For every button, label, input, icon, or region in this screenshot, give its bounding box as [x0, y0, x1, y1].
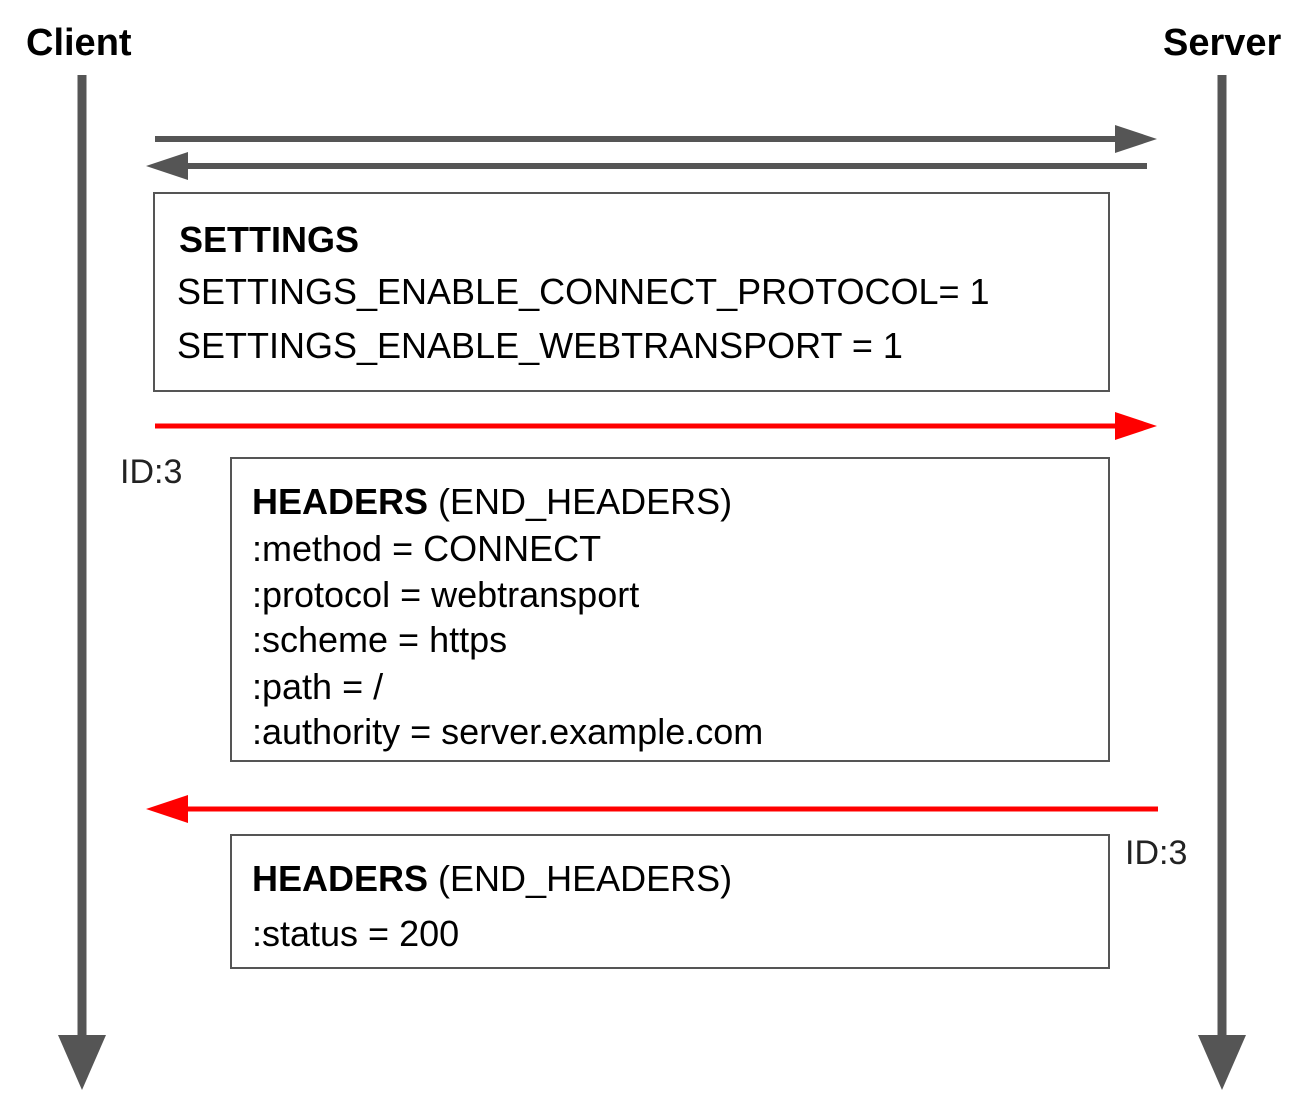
request-arrow-head — [1115, 412, 1157, 440]
request-headers-frame-title: HEADERS (END_HEADERS) — [252, 484, 732, 520]
request-headers-frame-box: HEADERS (END_HEADERS) :method = CONNECT … — [230, 457, 1110, 762]
request-frame-flags: (END_HEADERS) — [438, 481, 733, 522]
settings-frame-box: SETTINGS SETTINGS_ENABLE_CONNECT_PROTOCO… — [153, 192, 1110, 392]
request-stream-id: ID:3 — [120, 453, 183, 491]
request-header-line: :protocol = webtransport — [252, 574, 640, 615]
response-frame-flags: (END_HEADERS) — [438, 858, 733, 899]
settings-frame-line: SETTINGS_ENABLE_WEBTRANSPORT = 1 — [177, 325, 903, 366]
request-frame-type: HEADERS — [252, 481, 429, 522]
request-header-line: :method = CONNECT — [252, 528, 602, 569]
setup-arrow-server-to-client-head — [146, 152, 188, 180]
response-header-line: :status = 200 — [252, 913, 460, 954]
client-lifeline-arrowhead — [58, 1035, 106, 1090]
settings-frame-title: SETTINGS — [179, 219, 360, 260]
server-lifeline-arrowhead — [1198, 1035, 1246, 1090]
response-stream-id: ID:3 — [1125, 834, 1188, 872]
response-headers-frame-title: HEADERS (END_HEADERS) — [252, 861, 732, 897]
server-label: Server — [1163, 22, 1282, 64]
client-label: Client — [26, 22, 132, 64]
settings-frame-line: SETTINGS_ENABLE_CONNECT_PROTOCOL= 1 — [177, 271, 990, 312]
request-header-line: :scheme = https — [252, 619, 508, 660]
request-header-line: :authority = server.example.com — [252, 711, 764, 752]
request-header-line: :path = / — [252, 666, 384, 707]
setup-arrow-client-to-server-head — [1115, 125, 1157, 153]
response-frame-type: HEADERS — [252, 858, 429, 899]
response-arrow-head — [146, 795, 188, 823]
response-headers-frame-box: HEADERS (END_HEADERS) :status = 200 — [230, 834, 1110, 969]
